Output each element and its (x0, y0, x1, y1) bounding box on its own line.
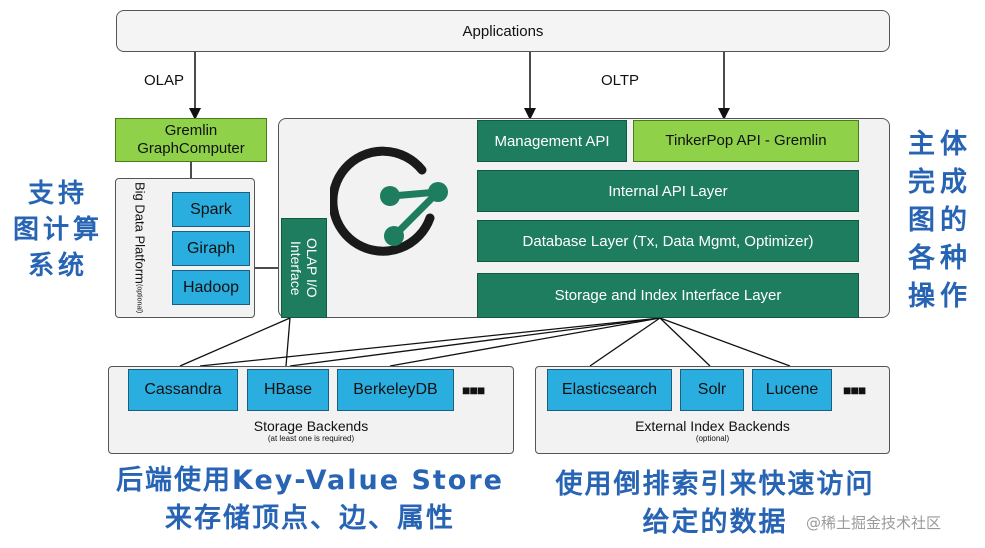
elasticsearch-label: Elasticsearch (561, 381, 658, 398)
annotation-bottom-right: 使用倒排索引来快速访问 给定的数据 (515, 466, 915, 542)
hadoop-label: Hadoop (182, 278, 240, 296)
spark-box: Spark (172, 192, 250, 227)
olap-io-interface-label: OLAP I/O Interface (288, 238, 320, 298)
storage-more-icon: ■■■ (462, 382, 485, 398)
big-data-platform-title: Big Data Platform (132, 182, 148, 285)
watermark: @稀土掘金技术社区 (806, 514, 942, 532)
tinkerpop-api-box: TinkerPop API - Gremlin (633, 120, 859, 162)
giraph-box: Giraph (172, 231, 250, 266)
giraph-label: Giraph (186, 239, 236, 257)
spark-label: Spark (190, 200, 232, 218)
annotation-right: 主体 完成 图的 各种 操作 (900, 126, 980, 316)
hbase-label: HBase (263, 381, 313, 398)
berkeleydb-label: BerkeleyDB (353, 381, 438, 398)
annotation-right-line-1: 主体 (908, 129, 972, 160)
annotation-left-line-1: 支持 (27, 179, 88, 209)
janusgraph-logo (330, 146, 448, 256)
index-more-icon: ■■■ (843, 382, 866, 398)
big-data-platform-subtitle: (optional) (135, 284, 143, 314)
storage-backends-title: Storage Backends (253, 418, 369, 434)
oltp-label: OLTP (601, 72, 640, 89)
annotation-bottom-right-line-1: 使用倒排索引来快速访问 (555, 469, 875, 500)
gremlin-graphcomputer-box: Gremlin GraphComputer (115, 118, 267, 162)
annotation-right-line-5: 操作 (908, 281, 972, 312)
lucene-label: Lucene (765, 381, 819, 398)
index-backends-subtitle: (optional) (695, 434, 730, 443)
annotation-right-line-3: 图的 (908, 205, 972, 236)
index-backends-title: External Index Backends (635, 418, 790, 434)
berkeleydb-box: BerkeleyDB (337, 369, 454, 411)
annotation-bottom-right-line-2: 给定的数据 (642, 507, 788, 538)
annotation-left-line-3: 系统 (27, 251, 88, 281)
storage-backends-subtitle: (at least one is required) (267, 434, 355, 443)
hbase-box: HBase (247, 369, 329, 411)
annotation-left-line-2: 图计算 (12, 215, 103, 245)
management-api-label: Management API (494, 132, 610, 150)
applications-bar: Applications (116, 10, 890, 52)
hadoop-box: Hadoop (172, 270, 250, 305)
index-backends-caption: External Index Backends (optional) (535, 418, 890, 443)
solr-box: Solr (680, 369, 744, 411)
olap-label: OLAP (144, 72, 185, 89)
tinkerpop-api-label: TinkerPop API - Gremlin (665, 132, 827, 149)
annotation-bottom-left-line-2: 来存储顶点、边、属性 (165, 503, 455, 534)
annotation-bottom-left: 后端使用Key-Value Store 来存储顶点、边、属性 (100, 462, 520, 538)
cassandra-label: Cassandra (144, 381, 222, 398)
database-layer-label: Database Layer (Tx, Data Mgmt, Optimizer… (522, 232, 814, 250)
storage-index-layer-label: Storage and Index Interface Layer (554, 287, 782, 304)
annotation-right-line-4: 各种 (908, 243, 972, 274)
solr-label: Solr (697, 381, 727, 398)
internal-api-layer-label: Internal API Layer (608, 182, 728, 200)
internal-api-layer-box: Internal API Layer (477, 170, 859, 212)
elasticsearch-box: Elasticsearch (547, 369, 672, 411)
applications-label: Applications (462, 22, 544, 40)
management-api-box: Management API (477, 120, 627, 162)
big-data-platform-title-wrap: Big Data Platform (optional) (120, 182, 160, 314)
storage-backends-caption: Storage Backends (at least one is requir… (108, 418, 514, 443)
annotation-bottom-left-line-1: 后端使用Key-Value Store (116, 465, 504, 496)
storage-index-layer-box: Storage and Index Interface Layer (477, 273, 859, 318)
lucene-box: Lucene (752, 369, 832, 411)
database-layer-box: Database Layer (Tx, Data Mgmt, Optimizer… (477, 220, 859, 262)
gremlin-graphcomputer-label: Gremlin GraphComputer (137, 122, 245, 157)
cassandra-box: Cassandra (128, 369, 238, 411)
annotation-right-line-2: 完成 (908, 167, 972, 198)
olap-io-interface-box: OLAP I/O Interface (281, 218, 327, 318)
annotation-left: 支持 图计算 系统 (8, 176, 108, 284)
